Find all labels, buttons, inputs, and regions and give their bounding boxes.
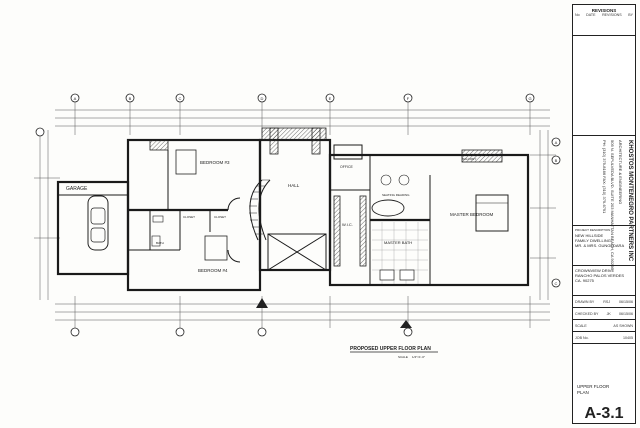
room-label-seating: SEATING READING bbox=[382, 193, 410, 197]
info-rows: DRAWN BY RSJ 06/15/06 CHECKED BY JK 06/1… bbox=[573, 295, 635, 343]
grid-label: C bbox=[555, 281, 558, 286]
upper-floor-plan: A B C D E F G A B C GARAG bbox=[34, 93, 561, 359]
info-label: DRAWN BY bbox=[575, 299, 595, 304]
sheet-title-line: PLAN bbox=[577, 389, 589, 395]
room-label-closet: CLOSET bbox=[183, 215, 195, 219]
info-row: JOB No. 10405 bbox=[573, 332, 635, 343]
sheet-block: UPPER FLOOR PLAN A-3.1 bbox=[573, 343, 635, 425]
address-line: CA. 90275 bbox=[575, 278, 594, 283]
info-date: 06/15/06 bbox=[619, 299, 633, 304]
room-label-bath: BATH bbox=[156, 241, 164, 245]
grid-label: G bbox=[528, 96, 531, 101]
info-row: DRAWN BY RSJ 06/15/06 bbox=[573, 296, 635, 308]
sheet-title-line: UPPER FLOOR bbox=[577, 384, 610, 389]
room-label-garage: GARAGE bbox=[66, 186, 88, 192]
project-line: MR. & MRS. GUNGEDARA bbox=[575, 243, 625, 248]
room-label-hall: HALL bbox=[288, 183, 300, 188]
rev-col: BY bbox=[628, 13, 633, 17]
revisions-box: REVISIONS No DATE REVISIONS BY bbox=[573, 5, 635, 35]
info-value: JK bbox=[606, 311, 611, 316]
info-label: CHECKED BY bbox=[575, 311, 599, 316]
info-label: SCALE bbox=[575, 323, 587, 328]
grid-label: A bbox=[74, 96, 77, 101]
sheet-title: UPPER FLOOR PLAN bbox=[577, 384, 609, 395]
address-line: CROWNVIEW DRIVE bbox=[575, 268, 615, 273]
project-block: PROJECT DESCRIPTION NEW HILLSIDE FAMILY … bbox=[573, 225, 635, 265]
grid-label: E bbox=[329, 96, 332, 101]
top-dimension-lines bbox=[55, 100, 550, 135]
grid-label: B bbox=[129, 96, 132, 101]
garage: GARAGE bbox=[56, 180, 130, 276]
central-hall: HALL bbox=[249, 127, 332, 272]
grid-label: D bbox=[261, 96, 264, 101]
revisions-columns: No DATE REVISIONS BY bbox=[573, 13, 635, 17]
info-row: CHECKED BY JK 06/15/06 bbox=[573, 308, 635, 320]
rev-col: DATE bbox=[586, 13, 596, 17]
grid-bubbles-top: A B C D E F G bbox=[70, 93, 535, 337]
grid-bubbles-right: A B C bbox=[35, 127, 561, 288]
plan-title-text: PROPOSED UPPER FLOOR PLAN bbox=[350, 346, 431, 352]
plan-scale-label: SCALE bbox=[398, 355, 408, 359]
info-row: SCALE AS SHOWN bbox=[573, 320, 635, 332]
grid-label: B bbox=[555, 158, 558, 163]
room-label-bedroom4: BEDROOM #4 bbox=[198, 268, 228, 273]
room-label-closet: CLOSET bbox=[214, 215, 226, 219]
firm-block: KHOSTOS MONTENEGRO PARTNERS INC ARCHITEC… bbox=[573, 135, 635, 270]
address-block: CROWNVIEW DRIVE RANCHO PALOS VERDES CA. … bbox=[573, 265, 635, 295]
bottom-dimension-lines bbox=[55, 296, 550, 328]
rev-col: REVISIONS bbox=[602, 13, 622, 17]
room-label-wic: W.I.C. bbox=[342, 222, 353, 227]
firm-sub: ARCHITECTURE & ENGINEERING bbox=[618, 140, 623, 205]
firm-phone: PH: (310) 379-8166 FAX: (310) 379-6791 bbox=[602, 140, 607, 214]
address-line: RANCHO PALOS VERDES bbox=[575, 273, 625, 278]
section-markers bbox=[256, 298, 412, 328]
room-label-master-bedroom: MASTER BEDROOM bbox=[450, 212, 494, 217]
revision-space bbox=[573, 35, 635, 135]
grid-label: A bbox=[555, 140, 558, 145]
project-line: NEW HILLSIDE bbox=[575, 233, 604, 238]
info-label: JOB No. bbox=[575, 335, 589, 340]
project-label: PROJECT DESCRIPTION bbox=[575, 228, 611, 232]
room-label-balcony: BALCONY bbox=[462, 157, 476, 161]
revisions-header: REVISIONS bbox=[591, 8, 617, 13]
info-value: RSJ bbox=[603, 299, 611, 304]
info-value: 10405 bbox=[623, 335, 633, 340]
sheet-number: A-3.1 bbox=[584, 405, 624, 422]
plan-title: PROPOSED UPPER FLOOR PLAN SCALE 1/4"=1'-… bbox=[350, 346, 438, 359]
info-value: AS SHOWN bbox=[613, 323, 633, 328]
project-line: FAMILY DWELLING bbox=[575, 238, 611, 243]
left-wing: BEDROOM #3 BEDROOM #4 CLOSET CLOSET BATH bbox=[126, 138, 262, 292]
plan-scale-value: 1/4"=1'-0" bbox=[412, 355, 425, 359]
room-label-bedroom3: BEDROOM #3 bbox=[200, 160, 230, 165]
room-label-office: OFFICE bbox=[340, 165, 353, 169]
title-block: REVISIONS No DATE REVISIONS BY KHOSTOS M… bbox=[572, 4, 636, 424]
info-date: 06/15/06 bbox=[618, 311, 633, 316]
grid-label: C bbox=[179, 96, 182, 101]
side-dimension-lines bbox=[34, 130, 556, 300]
grid-label: F bbox=[407, 96, 410, 101]
master-suite: OFFICE SEATING READING W.I.C. MASTER BED… bbox=[328, 144, 530, 287]
room-label-master-bath: MASTER BATH bbox=[384, 240, 412, 245]
rev-col: No bbox=[575, 13, 580, 17]
